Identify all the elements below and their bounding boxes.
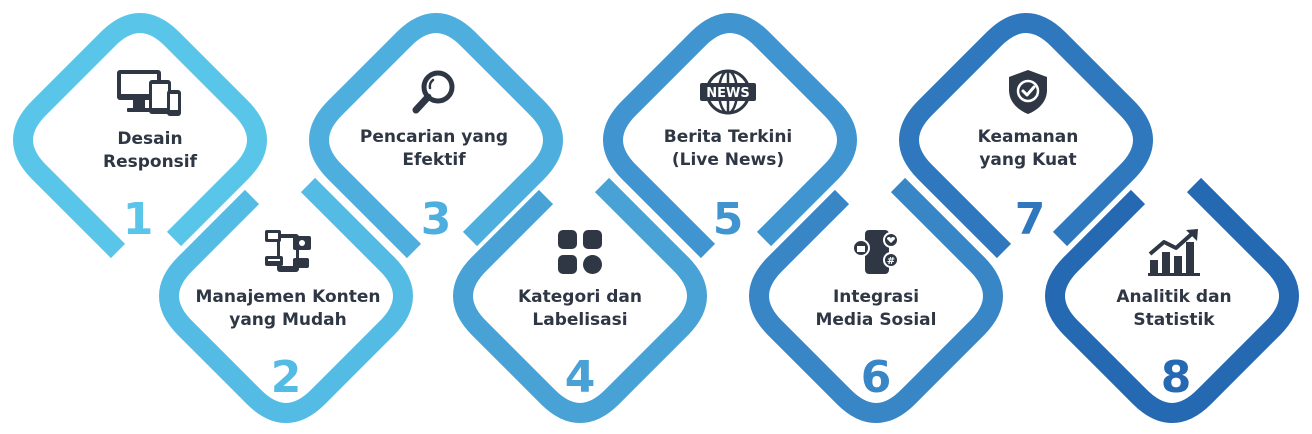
step-6: # Integrasi Media Sosial	[746, 228, 1006, 332]
step-1-label: Desain Responsif	[102, 129, 198, 172]
step-8: Analitik dan Statistik	[1044, 228, 1304, 332]
step-4-frame	[453, 177, 707, 423]
step-4-label: Kategori dan Labelisasi	[517, 287, 643, 330]
step-1: Desain Responsif	[20, 68, 280, 174]
step-1-number: 1	[122, 194, 154, 245]
step-5-label: Berita Terkini (Live News)	[663, 127, 793, 170]
step-7-frame	[899, 13, 1153, 259]
news-icon: NEWS	[700, 69, 756, 115]
devices-icon	[117, 70, 181, 116]
step-2-number: 2	[270, 352, 302, 403]
step-7-label: Keamanan yang Kuat	[977, 127, 1079, 170]
shield-icon	[1009, 70, 1047, 114]
step-6-label: Integrasi Media Sosial	[815, 287, 937, 330]
step-8-frame	[1045, 177, 1299, 423]
step-3-label: Pencarian yang Efektif	[359, 127, 509, 170]
step-3: Pencarian yang Efektif	[304, 68, 564, 172]
content-management-icon	[265, 230, 311, 272]
analytics-icon	[1148, 229, 1200, 276]
svg-text:NEWS: NEWS	[706, 86, 749, 101]
step-4-number: 4	[564, 352, 596, 403]
step-5-frame	[603, 13, 857, 259]
step-2-label: Manajemen Konten yang Mudah	[195, 287, 381, 330]
step-3-frame	[309, 13, 563, 259]
step-7: Keamanan yang Kuat	[898, 68, 1158, 172]
step-6-number: 6	[860, 352, 892, 403]
social-media-icon: #	[852, 230, 899, 274]
step-8-number: 8	[1160, 352, 1192, 403]
step-1-frame	[13, 13, 267, 259]
step-2: Manajemen Konten yang Mudah	[158, 228, 418, 332]
search-icon	[412, 70, 455, 114]
step-8-label: Analitik dan Statistik	[1116, 287, 1232, 330]
svg-text:#: #	[887, 256, 895, 267]
step-7-number: 7	[1014, 194, 1046, 245]
step-5: NEWS Berita Terkini (Live News)	[598, 68, 858, 172]
step-6-frame	[749, 177, 1003, 423]
step-2-frame	[159, 177, 413, 423]
step-5-number: 5	[712, 194, 744, 245]
step-3-number: 3	[420, 194, 452, 245]
step-4: Kategori dan Labelisasi	[450, 228, 710, 332]
categories-icon	[558, 230, 602, 274]
